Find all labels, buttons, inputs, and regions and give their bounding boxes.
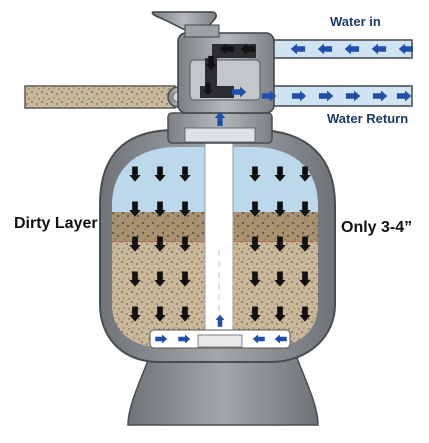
collector-arrow-right-icon <box>178 334 191 344</box>
downflow-arrow-down-icon <box>249 201 261 217</box>
downflow-arrow-down-icon <box>179 201 191 217</box>
downflow-arrow-down-icon <box>179 166 191 182</box>
collector-arrow-left-icon <box>274 334 287 344</box>
downflow-arrow-down-icon <box>249 166 261 182</box>
inlet-arrow-left-icon <box>317 43 333 55</box>
downflow-arrow-down-icon <box>299 166 311 182</box>
collector-arrow-left-icon <box>252 334 265 344</box>
dirty-layer-label: Dirty Layer <box>14 215 98 232</box>
inlet-arrow-left-icon <box>371 43 387 55</box>
valve-arrow-right-icon <box>231 86 247 98</box>
downflow-arrow-down-icon <box>299 271 311 287</box>
inlet-arrow-left-icon <box>398 43 414 55</box>
downflow-arrow-down-icon <box>274 201 286 217</box>
return-arrow-right-icon <box>318 90 334 102</box>
downflow-arrow-down-icon <box>129 236 141 252</box>
downflow-arrow-down-icon <box>274 306 286 322</box>
downflow-arrow-down-icon <box>274 271 286 287</box>
downflow-arrow-down-icon <box>154 201 166 217</box>
downflow-arrow-down-icon <box>179 236 191 252</box>
water-return-label: Water Return <box>327 111 409 126</box>
standpipe-arrow-up-icon <box>214 111 226 127</box>
downflow-arrow-down-icon <box>154 166 166 182</box>
downflow-arrow-down-icon <box>249 236 261 252</box>
inlet-arrow-left-icon <box>290 43 306 55</box>
downflow-arrow-down-icon <box>274 166 286 182</box>
downflow-arrow-down-icon <box>299 201 311 217</box>
downflow-arrow-down-icon <box>179 271 191 287</box>
downflow-arrow-down-icon <box>249 306 261 322</box>
return-arrow-right-icon <box>345 90 361 102</box>
downflow-arrow-down-icon <box>129 166 141 182</box>
return-arrow-right-icon <box>291 90 307 102</box>
water-in-label: Water in <box>330 14 381 29</box>
downflow-arrow-down-icon <box>299 306 311 322</box>
tank-base <box>127 354 319 426</box>
flow-arrows <box>129 43 414 344</box>
downflow-arrow-down-icon <box>299 236 311 252</box>
downflow-arrow-down-icon <box>129 271 141 287</box>
return-pipe <box>254 85 413 107</box>
downflow-arrow-down-icon <box>249 271 261 287</box>
valve-arrow-left-icon <box>240 43 256 55</box>
inlet-arrow-left-icon <box>344 43 360 55</box>
return-arrow-right-icon <box>372 90 388 102</box>
waste-pipe <box>24 85 176 109</box>
collector-arrow-right-icon <box>155 334 168 344</box>
downflow-arrow-down-icon <box>274 236 286 252</box>
downflow-arrow-down-icon <box>129 201 141 217</box>
valve-arrow-down-icon <box>203 82 213 96</box>
downflow-arrow-down-icon <box>129 306 141 322</box>
collector-arrow-up-icon <box>215 314 225 327</box>
valve-arrow-down-icon <box>205 55 217 71</box>
valve-arrow-left-icon <box>219 43 235 55</box>
downflow-arrow-down-icon <box>154 271 166 287</box>
depth-note-label: Only 3-4” <box>341 219 413 236</box>
valve-arrow-right-icon <box>261 90 277 102</box>
downflow-arrow-down-icon <box>154 306 166 322</box>
downflow-arrow-down-icon <box>179 306 191 322</box>
downflow-arrow-down-icon <box>154 236 166 252</box>
return-arrow-right-icon <box>396 90 412 102</box>
